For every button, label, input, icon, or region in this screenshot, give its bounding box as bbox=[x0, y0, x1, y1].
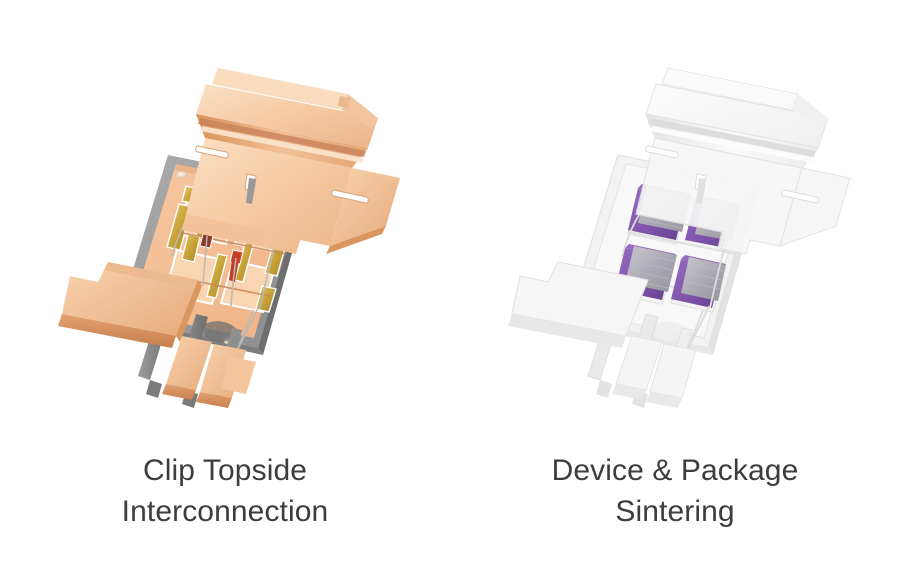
sintering-assembly-group bbox=[508, 67, 851, 408]
panel-clip-topside-interconnection: Clip Topside Interconnection bbox=[0, 18, 450, 528]
lower-copper-tabs bbox=[162, 336, 256, 408]
caption-device-package-sintering: Device & Package Sintering bbox=[551, 454, 799, 528]
ghost-lower-tabs bbox=[612, 335, 697, 408]
panel-device-package-sintering: Device & Package Sintering bbox=[450, 0, 900, 570]
source-lead-copper bbox=[58, 262, 202, 348]
caption-clip-topside-interconnection: Clip Topside Interconnection bbox=[121, 454, 329, 528]
clip-assembly-group bbox=[58, 68, 400, 408]
clip-topside-illustration bbox=[0, 18, 450, 428]
ghost-source-lead bbox=[508, 261, 649, 348]
copper-clip bbox=[182, 68, 400, 254]
ghost-copper-clip bbox=[635, 67, 851, 255]
device-package-sintering-illustration bbox=[450, 18, 900, 428]
